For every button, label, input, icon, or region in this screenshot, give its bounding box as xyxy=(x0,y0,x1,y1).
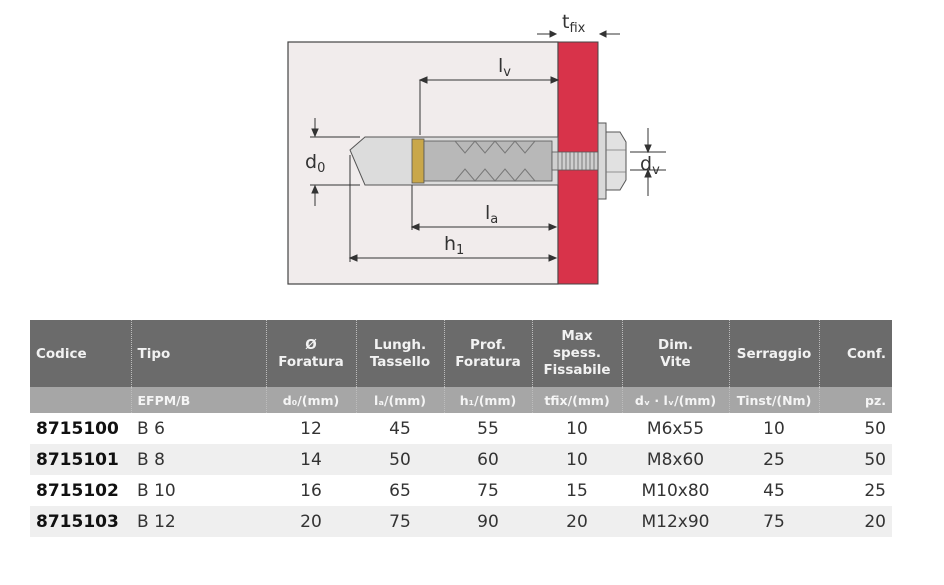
cell-dim-vite: M12x90 xyxy=(622,506,729,537)
header-serraggio: Serraggio xyxy=(729,320,820,387)
cell-dim-vite: M10x80 xyxy=(641,480,710,501)
header-max-spessore: Max spess. Fissabile xyxy=(532,320,623,387)
cell-max-spessore: 10 xyxy=(566,418,588,439)
unit-lunghezza: lₐ/(mm) xyxy=(356,387,445,413)
cell-max-spessore: 20 xyxy=(532,506,622,537)
cell-foratura: 12 xyxy=(300,418,322,439)
cell-lunghezza: 75 xyxy=(356,506,444,537)
cell-serraggio: 25 xyxy=(729,444,819,475)
unit-dim-vite: dᵥ · lᵥ/(mm) xyxy=(622,387,730,413)
unit-codice xyxy=(30,387,132,413)
cell-codice: 8715102 xyxy=(36,480,119,501)
cell-profondita: 60 xyxy=(444,444,532,475)
anchor-sleeve xyxy=(411,138,553,184)
cell-dim-vite: M6x55 xyxy=(646,418,705,439)
cell-tipo: B 6 xyxy=(137,418,165,439)
table-row: 8715102 B 10 16 65 75 15 M10x80 45 25 xyxy=(30,475,892,506)
unit-foratura: d₀/(mm) xyxy=(266,387,357,413)
cell-serraggio: 10 xyxy=(763,418,785,439)
unit-serraggio: Tinst/(Nm) xyxy=(729,387,820,413)
unit-profondita: h₁/(mm) xyxy=(444,387,533,413)
cell-codice: 8715103 xyxy=(30,506,131,537)
cell-serraggio: 75 xyxy=(729,506,819,537)
header-max-line3: Fissabile xyxy=(543,362,611,378)
diameter-symbol: Ø xyxy=(305,336,317,353)
label-d-0: d0 xyxy=(305,151,325,176)
cell-max-spessore: 10 xyxy=(532,444,622,475)
header-dim-line2: Vite xyxy=(660,353,691,370)
cell-max-spessore: 15 xyxy=(566,480,588,501)
unit-max-spessore: tfix/(mm) xyxy=(532,387,623,413)
label-l-a: la xyxy=(485,202,498,227)
cell-tipo: B 10 xyxy=(137,480,176,501)
cell-foratura: 14 xyxy=(266,444,356,475)
specification-table: Codice Tipo Ø Foratura Lungh. Tassello P… xyxy=(30,320,892,537)
header-dim-line1: Dim. xyxy=(657,336,694,353)
cell-tipo: B 8 xyxy=(131,444,266,475)
header-profondita-line2: Foratura xyxy=(455,353,521,370)
cell-codice: 8715100 xyxy=(36,418,119,439)
header-foratura: Ø Foratura xyxy=(266,320,357,387)
unit-conf: pz. xyxy=(819,387,892,413)
table-row: 8715101 B 8 14 50 60 10 M8x60 25 50 xyxy=(30,444,892,475)
header-tipo: Tipo xyxy=(131,320,267,387)
cell-profondita: 90 xyxy=(444,506,532,537)
cell-foratura: 16 xyxy=(300,480,322,501)
anchor-diagram: tfix lv d0 dv la h1 xyxy=(287,11,666,285)
cell-profondita: 75 xyxy=(477,480,499,501)
header-max-line2: spess. xyxy=(552,345,602,361)
cell-conf: 50 xyxy=(819,444,892,475)
label-d-v: dv xyxy=(640,153,660,178)
label-h-1: h1 xyxy=(444,233,464,258)
label-t-fix: tfix xyxy=(562,11,586,36)
label-l-v: lv xyxy=(498,55,511,80)
cell-tipo: B 12 xyxy=(131,506,266,537)
cell-conf: 25 xyxy=(864,480,886,501)
cell-lunghezza: 45 xyxy=(389,418,411,439)
unit-tipo: EFPM/B xyxy=(131,387,267,413)
header-conf: Conf. xyxy=(819,320,892,387)
header-max-line1: Max xyxy=(561,328,593,344)
cell-profondita: 55 xyxy=(477,418,499,439)
table-row: 8715100 B 6 12 45 55 10 M6x55 10 50 xyxy=(30,413,892,444)
cell-conf: 50 xyxy=(864,418,886,439)
table-row: 8715103 B 12 20 75 90 20 M12x90 75 20 xyxy=(30,506,892,537)
hex-nut xyxy=(605,131,627,191)
header-row: Codice Tipo Ø Foratura Lungh. Tassello P… xyxy=(30,320,892,387)
header-lunghezza-line1: Lungh. xyxy=(373,336,427,353)
header-profondita-line1: Prof. xyxy=(469,336,507,353)
header-codice: Codice xyxy=(30,320,132,387)
header-profondita: Prof. Foratura xyxy=(444,320,533,387)
cell-lunghezza: 65 xyxy=(389,480,411,501)
header-lunghezza-line2: Tassello xyxy=(369,353,431,370)
header-dim-vite: Dim. Vite xyxy=(622,320,730,387)
units-row: EFPM/B d₀/(mm) lₐ/(mm) h₁/(mm) tfix/(mm)… xyxy=(30,387,892,413)
cell-dim-vite: M8x60 xyxy=(622,444,729,475)
cell-lunghezza: 50 xyxy=(356,444,444,475)
header-lunghezza: Lungh. Tassello xyxy=(356,320,445,387)
washer xyxy=(597,122,607,200)
cell-conf: 20 xyxy=(819,506,892,537)
cell-codice: 8715101 xyxy=(30,444,131,475)
threaded-screw xyxy=(551,151,603,171)
cell-foratura: 20 xyxy=(266,506,356,537)
header-foratura-label: Foratura xyxy=(278,353,344,370)
cell-serraggio: 45 xyxy=(763,480,785,501)
